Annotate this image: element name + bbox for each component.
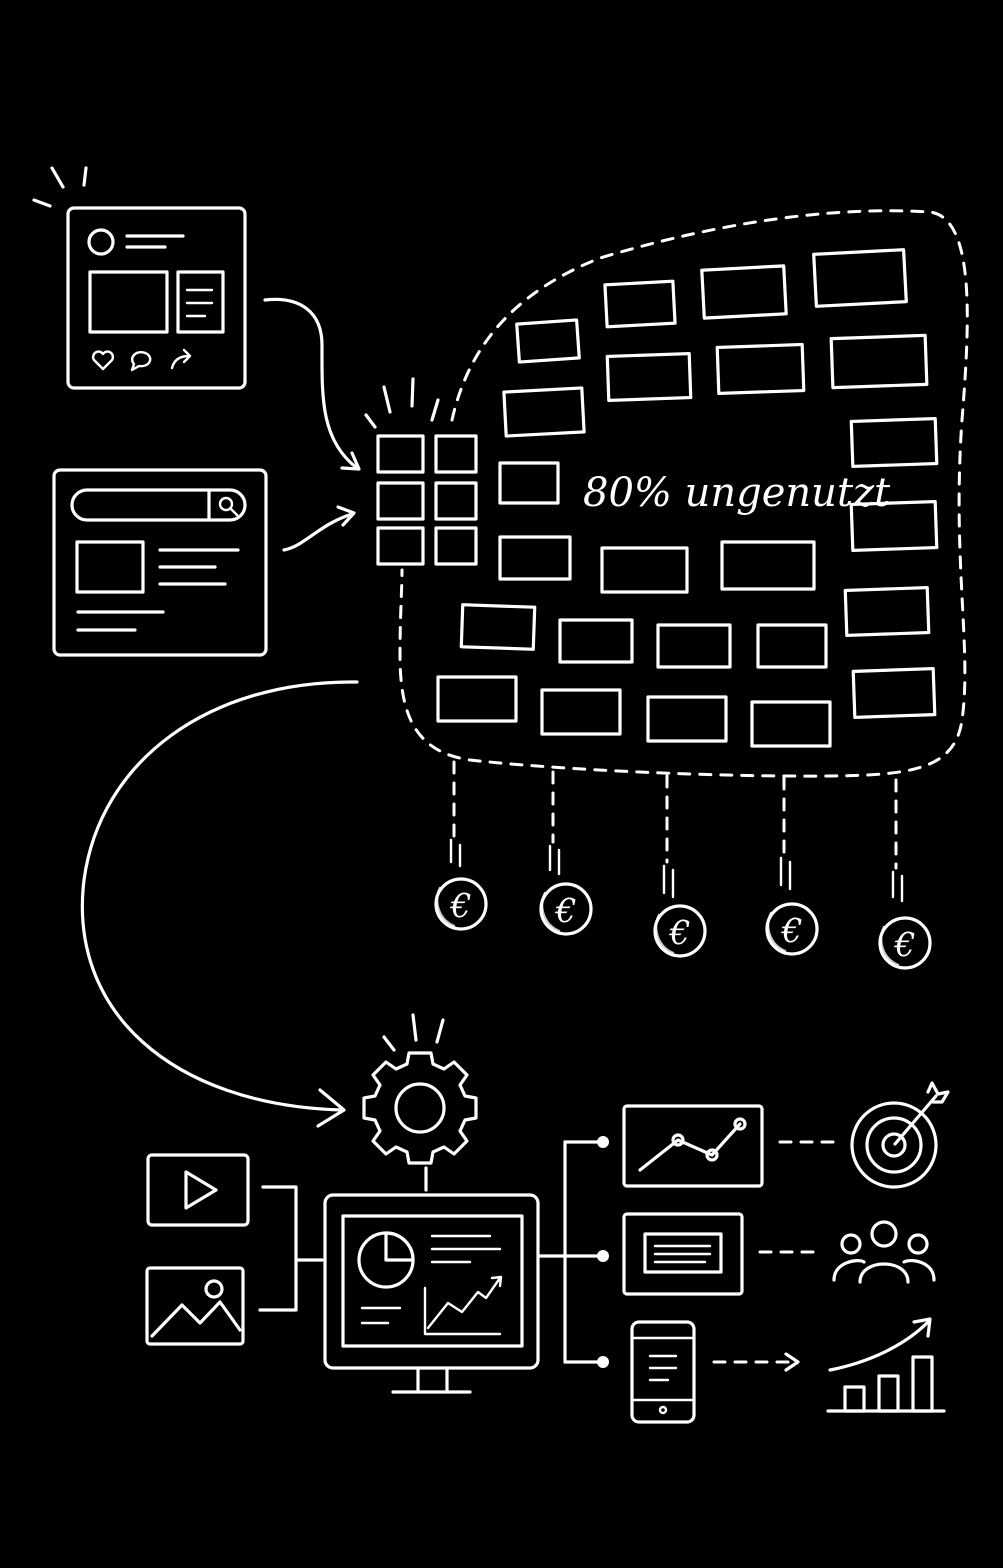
euro-coin-icon: € (653, 904, 707, 958)
euro-coin-1: € (450, 886, 472, 925)
audience-icon (832, 1220, 936, 1284)
euro-coin-3: € (669, 913, 691, 952)
euro-coin-icon: € (878, 916, 932, 970)
growth-chart-icon (826, 1317, 946, 1413)
unused-label: 80% ungenutzt (583, 470, 891, 516)
image-icon (145, 1266, 245, 1346)
euro-coin-2: € (555, 891, 577, 930)
dashboard-monitor-icon (323, 1193, 540, 1394)
social-post-icon (32, 166, 247, 390)
unused-data-boundary (398, 209, 969, 778)
coin-streams (449, 760, 904, 903)
target-icon (850, 1081, 950, 1189)
search-page-icon (52, 468, 268, 657)
return-arrow (80, 680, 359, 1112)
ad-banner-icon (622, 1212, 744, 1296)
euro-coin-icon: € (434, 877, 488, 931)
video-play-icon (146, 1153, 250, 1227)
euro-coin-icon: € (765, 902, 819, 956)
unused-data-blocks (436, 248, 939, 748)
euro-coin-5: € (894, 925, 916, 964)
euro-coin-icon: € (539, 882, 593, 936)
euro-coin-4: € (781, 911, 803, 950)
smartphone-icon (630, 1320, 696, 1424)
line-chart-icon (622, 1104, 764, 1188)
data-grid-icon (364, 377, 478, 566)
gear-icon (362, 1013, 478, 1192)
